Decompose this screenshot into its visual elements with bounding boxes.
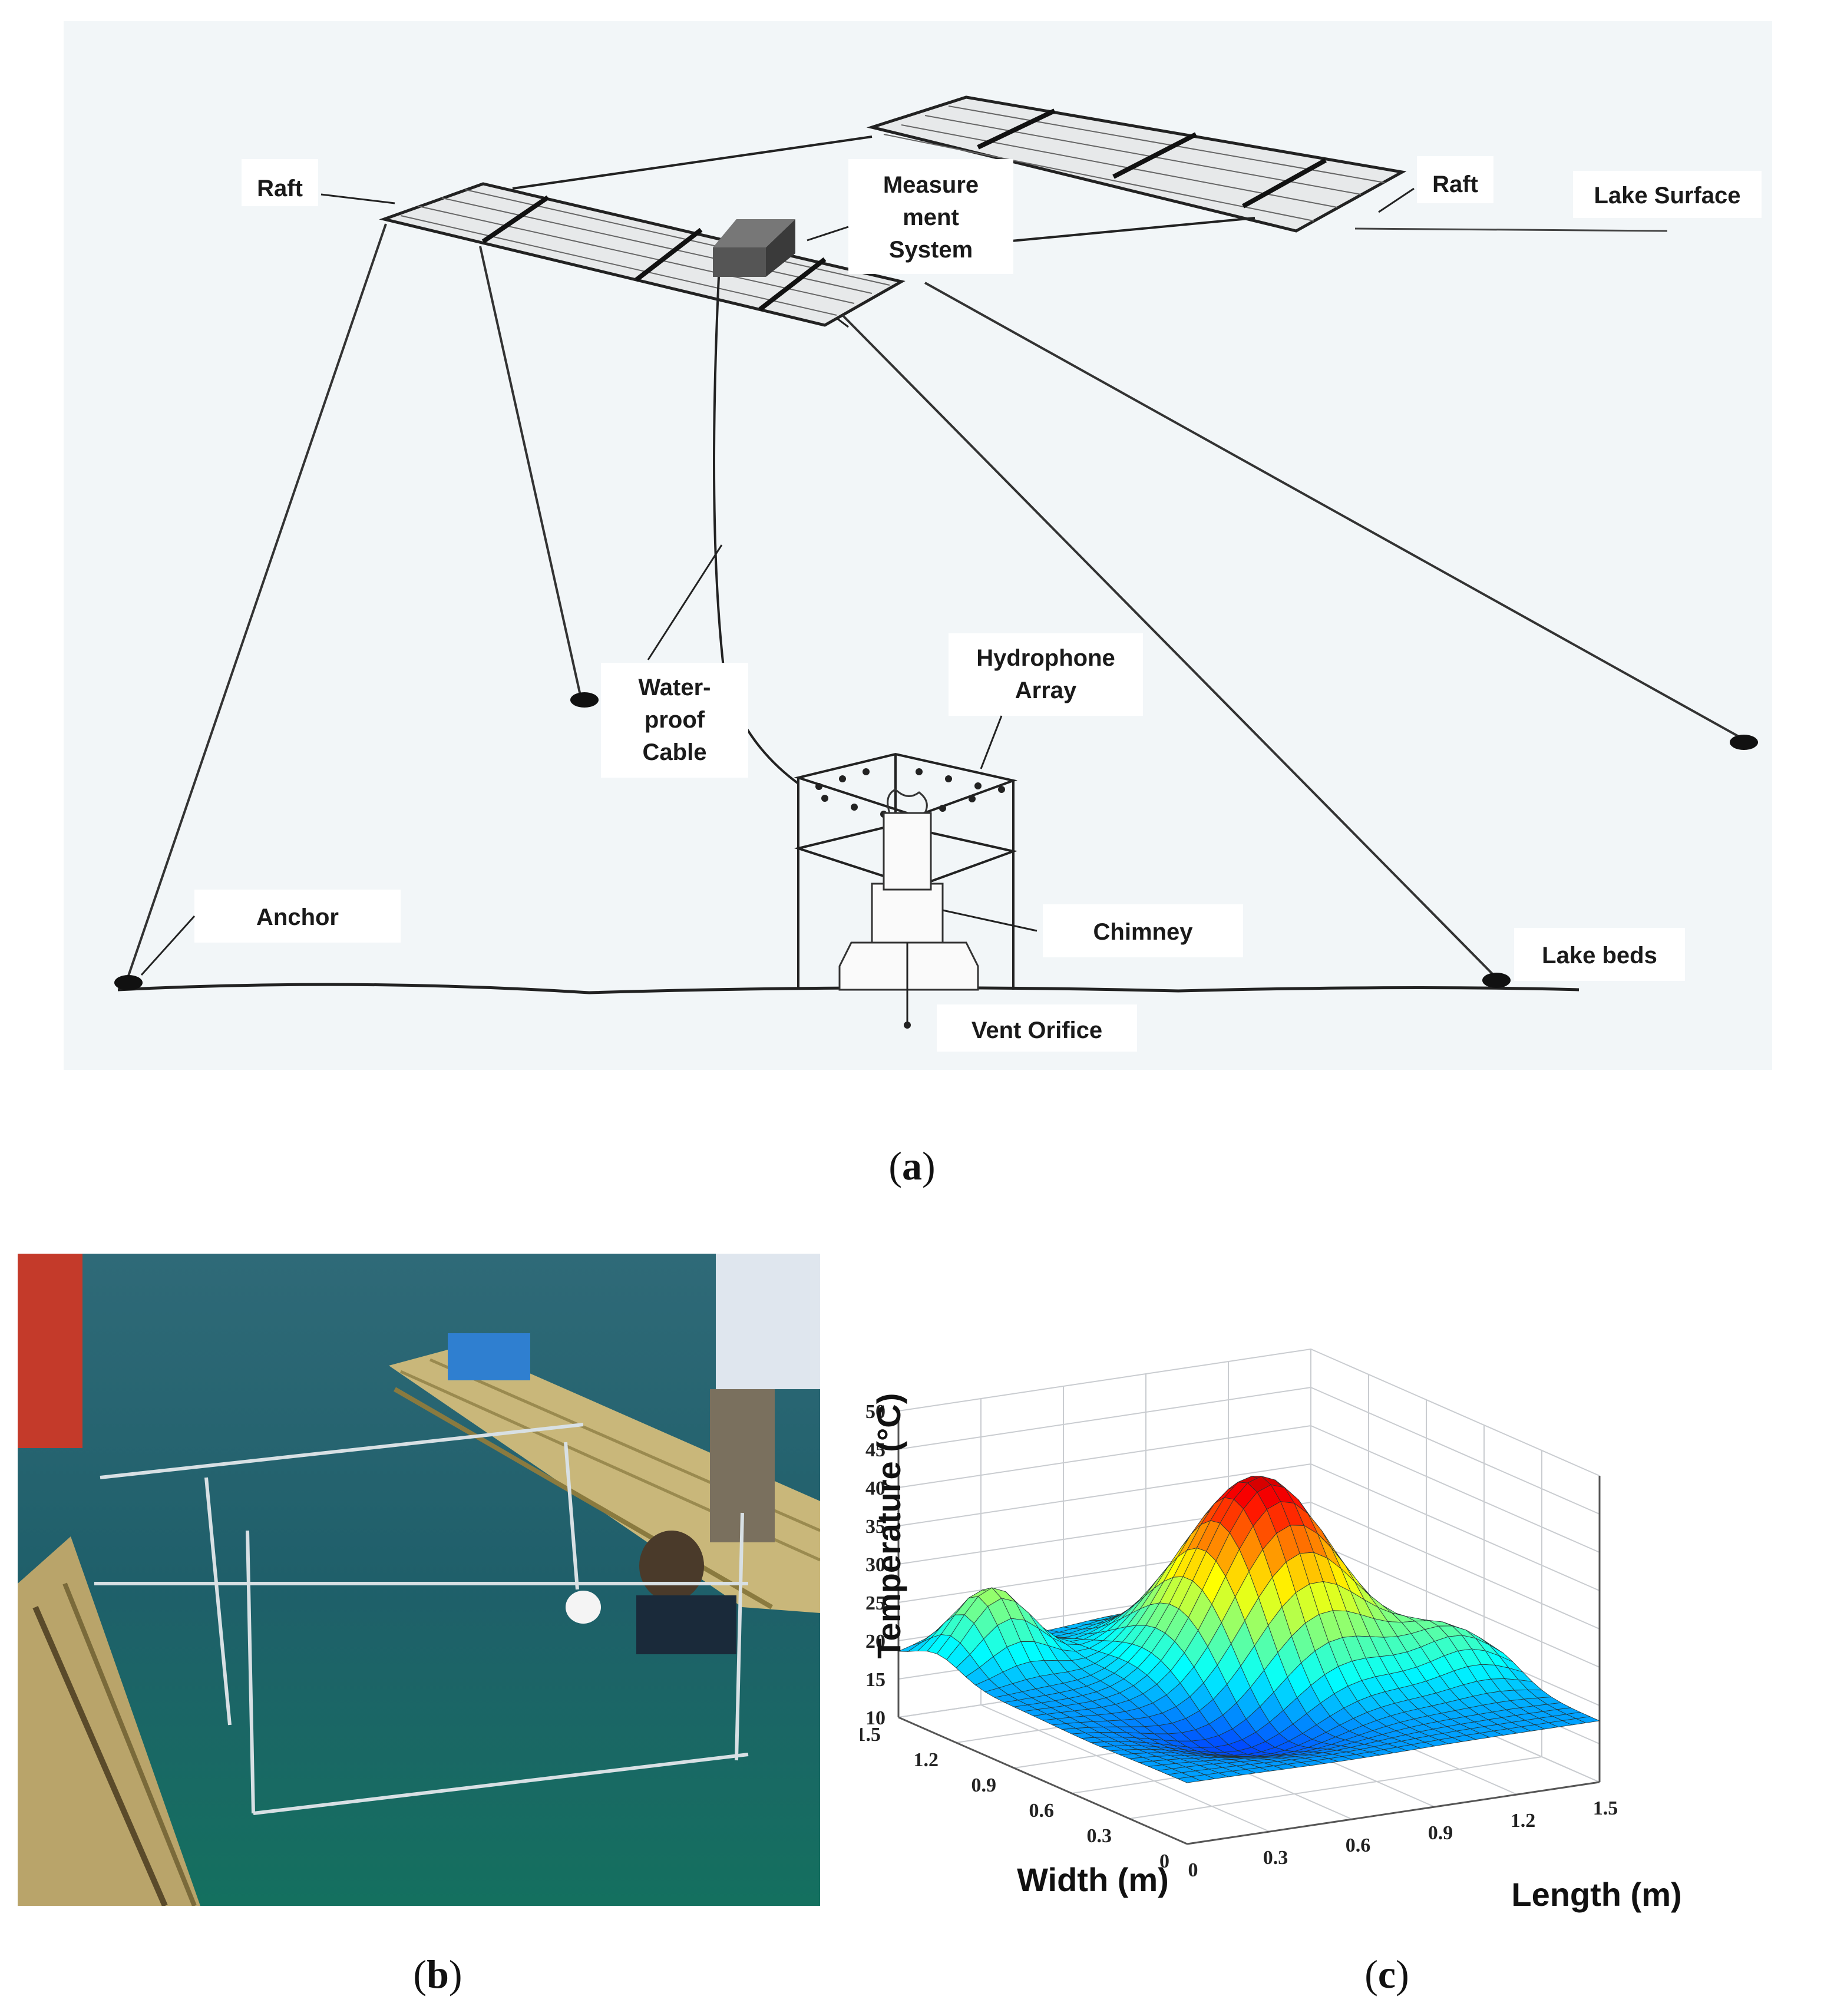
z-tick-label: 45 <box>865 1439 885 1461</box>
panel-c-surface-chart: 50 45 40 35 30 25 20 15 10 1.5 1.2 0.9 0.6 0.3 0 0 0.3… <box>856 1243 1809 1932</box>
label-box-cable <box>601 663 748 778</box>
label-hydrophone-1: Hydrophone <box>976 645 1115 671</box>
width-tick-label: 0.6 <box>1029 1800 1055 1822</box>
surface-cell <box>1575 1716 1601 1723</box>
label-box-lake-beds <box>1514 928 1685 981</box>
right-raft <box>866 95 1407 233</box>
bamboo-raft-left <box>18 1536 200 1907</box>
measurement-box <box>713 219 795 277</box>
wall-z-grid-line <box>898 1386 1600 1515</box>
label-anchor: Anchor <box>256 904 339 930</box>
floor-grid-line <box>980 1704 1270 1832</box>
label-raft-right: Raft <box>1432 171 1478 197</box>
length-tick-label: 0.9 <box>1428 1822 1453 1844</box>
anchor-1 <box>114 975 143 990</box>
width-tick-label: 0 <box>1159 1850 1169 1872</box>
z-tick-labels: 50 45 40 35 30 25 20 15 10 <box>865 1401 885 1729</box>
length-tick-label: 1.5 <box>1593 1797 1618 1819</box>
anchor-4 <box>1730 735 1758 750</box>
caption-b: (b) <box>413 1952 462 1997</box>
surface-mesh <box>898 1476 1601 1783</box>
label-measurement-2: ment <box>903 204 959 230</box>
field-photo <box>18 1254 821 1907</box>
mooring-line-4 <box>924 282 1744 741</box>
blue-crate <box>448 1333 530 1380</box>
length-tick-label: 0.6 <box>1346 1835 1371 1856</box>
caption-c: (c) <box>1364 1952 1409 1997</box>
wall-z-grid-line <box>898 1463 1600 1591</box>
z-tick-label: 15 <box>865 1669 885 1691</box>
wall-z-grid-line <box>898 1425 1600 1553</box>
label-lake-surface: Lake Surface <box>1594 183 1740 209</box>
width-tick-label: 0.3 <box>1087 1825 1112 1847</box>
person-standing-shirt <box>716 1254 820 1389</box>
width-tick-label: 1.5 <box>860 1724 881 1746</box>
caption-a: (a) <box>888 1143 936 1188</box>
mooring-line-2 <box>479 246 581 696</box>
label-lake-beds: Lake beds <box>1542 943 1657 969</box>
diver-body <box>636 1595 736 1654</box>
z-tick-label: 50 <box>865 1401 885 1423</box>
label-box-measurement <box>848 159 1013 274</box>
anchor-3 <box>1482 973 1511 988</box>
pvc-frame <box>94 1423 749 1815</box>
float-ball <box>566 1591 601 1624</box>
width-tick-label: 0.9 <box>972 1774 997 1796</box>
mooring-line-3 <box>841 314 1498 979</box>
length-axis-label: Length (m) <box>1511 1876 1681 1913</box>
label-measurement-1: Measure <box>883 172 979 198</box>
label-arrows <box>140 187 1415 976</box>
label-raft-left: Raft <box>257 176 303 201</box>
label-box-hydrophone <box>949 633 1143 716</box>
anchor-2 <box>570 692 599 708</box>
z-tick-label: 25 <box>865 1592 885 1614</box>
vent-point <box>904 1022 911 1029</box>
label-measurement-3: System <box>889 237 973 263</box>
width-tick-labels: 1.5 1.2 0.9 0.6 0.3 0 <box>856 1724 1170 1872</box>
label-box-chimney <box>1043 904 1243 957</box>
label-hydrophone-2: Array <box>1015 677 1077 703</box>
label-box-raft-left <box>242 159 318 206</box>
installation-diagram: Raft Measure ment System Raft Lake Surfa… <box>64 21 1772 1070</box>
hydrophone-dots <box>815 768 1005 818</box>
z-tick-label: 20 <box>865 1631 885 1653</box>
lake-surface-line <box>1354 227 1668 232</box>
label-box-anchor <box>194 890 401 943</box>
label-chimney: Chimney <box>1093 919 1194 945</box>
length-tick-label: 0 <box>1188 1859 1198 1881</box>
label-cable-2: proof <box>645 707 705 733</box>
person-left <box>18 1254 82 1448</box>
raft-link-top <box>512 135 873 190</box>
panel-b-photo <box>18 1254 821 1907</box>
floor-grid-line <box>1129 1756 1542 1819</box>
waterproof-cable <box>713 276 799 785</box>
mooring-line-1 <box>125 223 387 981</box>
z-tick-label: 40 <box>865 1478 885 1499</box>
axis-edge <box>1187 1781 1600 1845</box>
z-axis-label: Temperature (°C) <box>870 1393 907 1659</box>
length-tick-label: 0.3 <box>1263 1847 1288 1869</box>
label-vent-orifice: Vent Orifice <box>972 1017 1102 1043</box>
width-axis-label: Width (m) <box>1017 1861 1169 1898</box>
left-raft <box>379 182 906 327</box>
label-box-raft-right <box>1417 156 1493 203</box>
label-cable-1: Water- <box>639 675 711 700</box>
z-tick-label: 30 <box>865 1554 885 1576</box>
diver-head <box>639 1531 704 1601</box>
width-tick-label: 1.2 <box>914 1749 939 1771</box>
label-cable-3: Cable <box>643 739 707 765</box>
length-tick-label: 1.2 <box>1511 1810 1536 1832</box>
axis-edge <box>898 1716 1188 1845</box>
label-box-lake-surface <box>1573 171 1762 218</box>
wall-z-grid-line <box>898 1348 1600 1476</box>
panel-a-diagram: Raft Measure ment System Raft Lake Surfa… <box>64 21 1772 1070</box>
label-box-vent <box>937 1004 1137 1052</box>
chimney <box>838 788 979 991</box>
length-tick-labels: 0 0.3 0.6 0.9 1.2 1.5 <box>1188 1797 1618 1881</box>
z-tick-label: 10 <box>865 1707 885 1729</box>
wall-z-grid-line <box>898 1501 1600 1630</box>
temperature-surface-plot: 50 45 40 35 30 25 20 15 10 1.5 1.2 0.9 0.6 0.3 0 0 0.3… <box>856 1348 1682 1913</box>
z-tick-label: 35 <box>865 1516 885 1538</box>
